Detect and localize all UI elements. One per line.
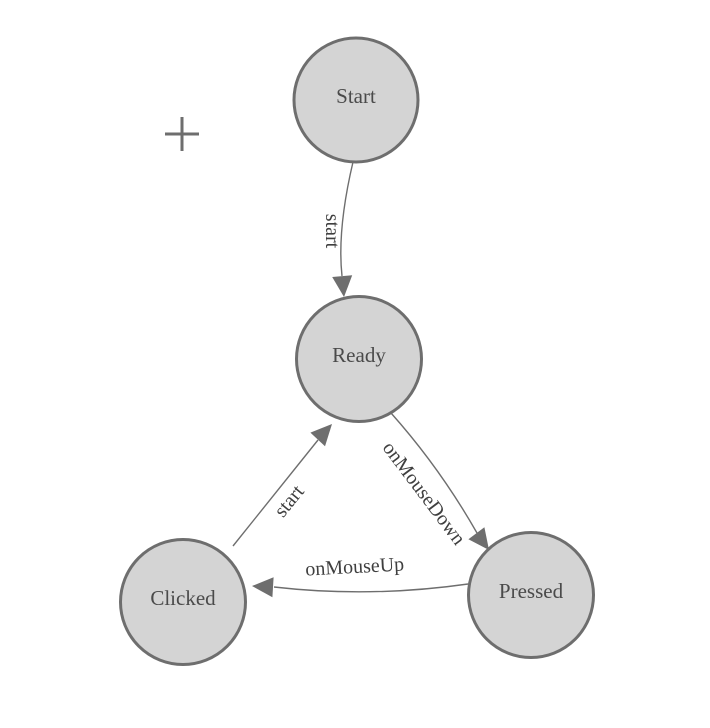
state-node-pressed[interactable]: Pressed (467, 531, 595, 659)
edge-line[interactable] (232, 439, 319, 547)
state-label-pressed: Pressed (499, 579, 564, 603)
arrowhead-icon (310, 424, 332, 447)
state-label-clicked: Clicked (150, 586, 216, 610)
edge-label-pressed-to-clicked[interactable]: onMouseUp (305, 553, 405, 580)
edge-pressed-to-clicked[interactable]: onMouseUp (252, 553, 469, 598)
state-node-clicked[interactable]: Clicked (119, 538, 247, 666)
edge-ready-to-pressed[interactable]: onMouseDown (378, 412, 489, 550)
edge-label-start-to-ready[interactable]: start (321, 214, 343, 249)
edge-line[interactable] (340, 161, 354, 277)
state-circle-ready[interactable] (295, 295, 423, 423)
edge-clicked-to-ready[interactable]: start (232, 424, 332, 547)
state-label-ready: Ready (332, 343, 386, 367)
edge-label-clicked-to-ready[interactable]: start (270, 481, 309, 522)
state-node-ready[interactable]: Ready (295, 295, 423, 423)
state-node-start[interactable]: Start (292, 36, 420, 164)
edge-line[interactable] (390, 412, 478, 534)
state-circle-pressed[interactable] (467, 531, 595, 659)
plus-crosshair-icon (165, 117, 199, 151)
state-label-start: Start (336, 84, 376, 108)
edge-line[interactable] (273, 583, 469, 593)
state-circle-start[interactable] (292, 36, 420, 164)
arrowhead-icon (252, 577, 274, 598)
edge-start-to-ready[interactable]: start (321, 161, 354, 297)
arrowhead-icon (468, 527, 489, 550)
arrowhead-icon (332, 275, 353, 297)
state-circle-clicked[interactable] (119, 538, 247, 666)
edge-label-ready-to-pressed[interactable]: onMouseDown (378, 438, 470, 550)
